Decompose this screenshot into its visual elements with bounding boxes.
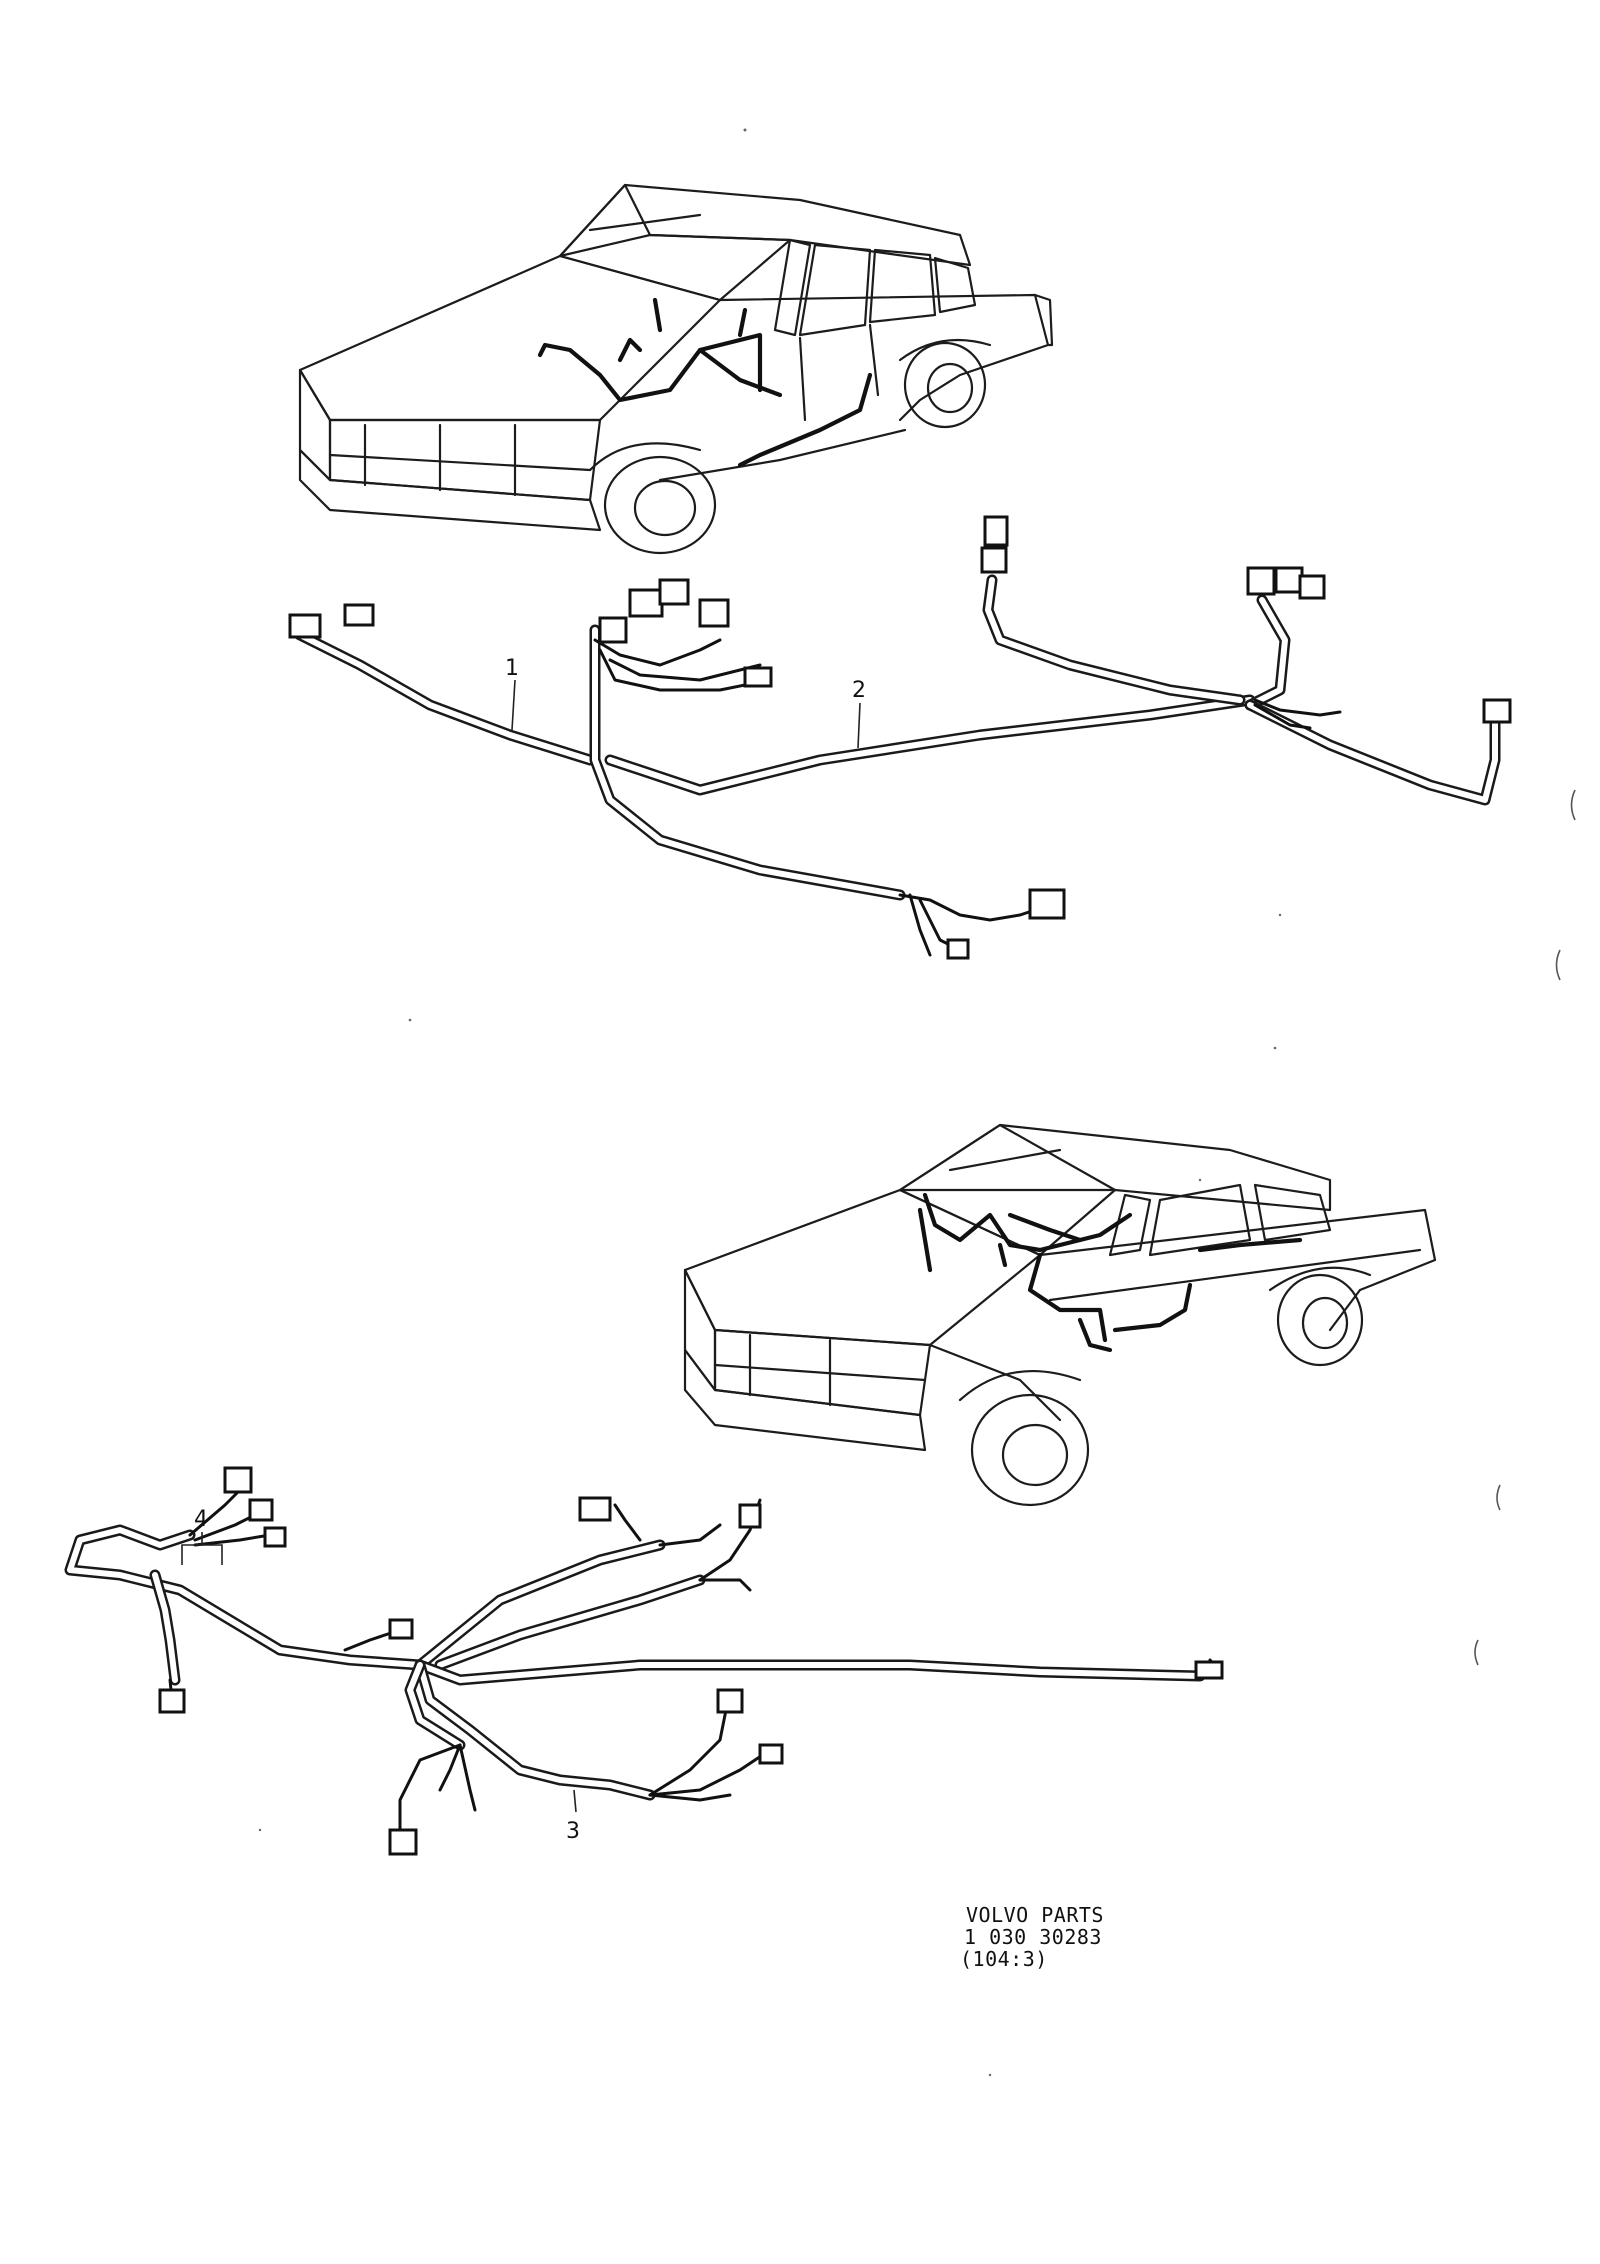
harness-top-connectors xyxy=(288,515,1512,960)
reference-line-1: VOLVO PARTS xyxy=(966,1903,1104,1927)
svg-text:1: 1 xyxy=(505,656,519,681)
svg-text:3: 3 xyxy=(566,1819,580,1844)
callout-1: 1 xyxy=(505,656,519,731)
scan-marks xyxy=(258,128,1576,2077)
harness-part-3-and-4 xyxy=(64,1524,1206,1801)
sedan-harness-installed xyxy=(537,297,873,468)
callout-3: 3 xyxy=(566,1789,580,1844)
callout-2: 2 xyxy=(852,678,866,749)
harness-bottom-wires xyxy=(168,1478,1222,1832)
reference-line-2: 1 030 30283 xyxy=(964,1925,1102,1949)
coupe-illustration xyxy=(683,1123,1437,1507)
harness-part-1-and-2 xyxy=(294,574,1501,901)
svg-text:4: 4 xyxy=(194,1507,208,1532)
parts-reference-block: VOLVO PARTS 1 030 30283 (104:3) xyxy=(960,1903,1104,1971)
harness-bottom-connectors xyxy=(158,1466,1224,1856)
svg-text:2: 2 xyxy=(852,678,866,703)
coupe-harness-installed xyxy=(917,1192,1303,1353)
reference-line-3: (104:3) xyxy=(960,1947,1048,1971)
sedan-illustration xyxy=(298,183,1054,555)
harness-top-wires xyxy=(593,638,1342,957)
callout-4: 4 xyxy=(181,1507,223,1565)
